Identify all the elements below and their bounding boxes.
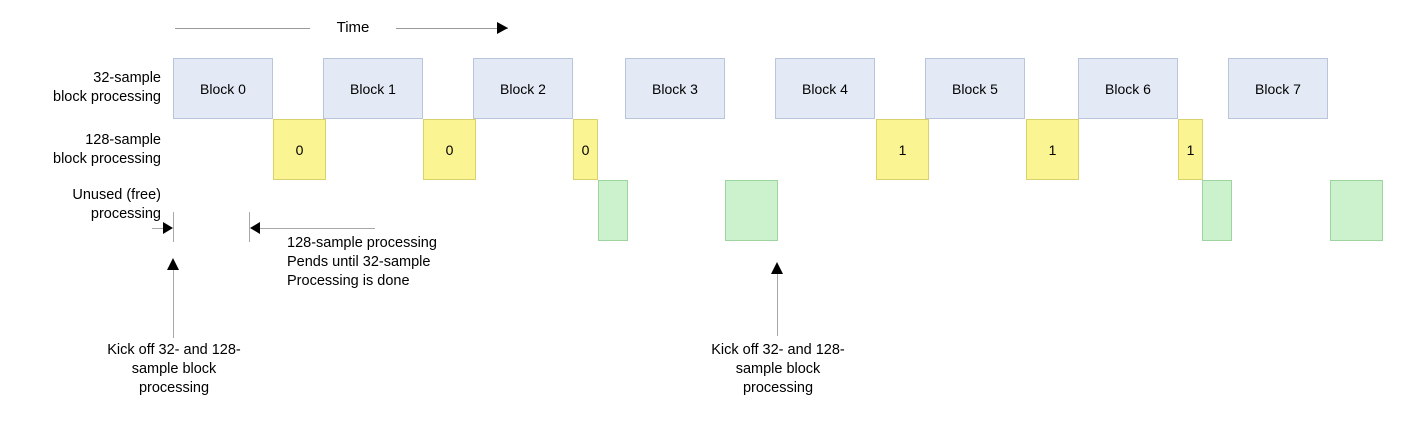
dimension-leadin-line bbox=[152, 228, 166, 229]
block-32-1: Block 1 bbox=[323, 58, 423, 119]
block-free-1 bbox=[725, 180, 778, 241]
block-free-0 bbox=[598, 180, 628, 241]
dimension-arrow-right-icon bbox=[163, 222, 173, 234]
block-32-2: Block 2 bbox=[473, 58, 573, 119]
block-32-4: Block 4 bbox=[775, 58, 875, 119]
block-128-2: 0 bbox=[573, 119, 598, 180]
block-128-5: 1 bbox=[1178, 119, 1203, 180]
row-label-32-sample: 32-sample block processing bbox=[53, 70, 161, 105]
row-label-128-sample: 128-sample block processing bbox=[53, 132, 161, 167]
dimension-tick-pend bbox=[249, 212, 250, 242]
block-free-3 bbox=[1330, 180, 1383, 241]
block-128-0: 0 bbox=[273, 119, 326, 180]
block-32-7: Block 7 bbox=[1228, 58, 1328, 119]
dimension-tick-start bbox=[173, 212, 174, 242]
kickoff-right-stem bbox=[777, 274, 778, 336]
dimension-arrow-left-icon bbox=[250, 222, 260, 234]
block-128-3: 1 bbox=[876, 119, 929, 180]
kickoff-right-arrow-icon bbox=[771, 262, 783, 274]
time-axis-label: Time bbox=[310, 20, 396, 35]
note-kickoff-left: Kick off 32- and 128- sample block proce… bbox=[107, 342, 241, 396]
note-kickoff-right: Kick off 32- and 128- sample block proce… bbox=[711, 342, 845, 396]
kickoff-left-arrow-icon bbox=[167, 258, 179, 270]
block-32-0: Block 0 bbox=[173, 58, 273, 119]
time-arrow-icon bbox=[497, 22, 508, 34]
block-free-2 bbox=[1202, 180, 1232, 241]
note-pend-until-32-sample: 128-sample processing Pends until 32-sam… bbox=[287, 235, 437, 289]
kickoff-left-stem bbox=[173, 270, 174, 338]
block-128-1: 0 bbox=[423, 119, 476, 180]
block-32-3: Block 3 bbox=[625, 58, 725, 119]
block-128-4: 1 bbox=[1026, 119, 1079, 180]
row-label-unused-free: Unused (free) processing bbox=[72, 187, 161, 222]
block-32-6: Block 6 bbox=[1078, 58, 1178, 119]
block-32-5: Block 5 bbox=[925, 58, 1025, 119]
dimension-note-line bbox=[260, 228, 375, 229]
